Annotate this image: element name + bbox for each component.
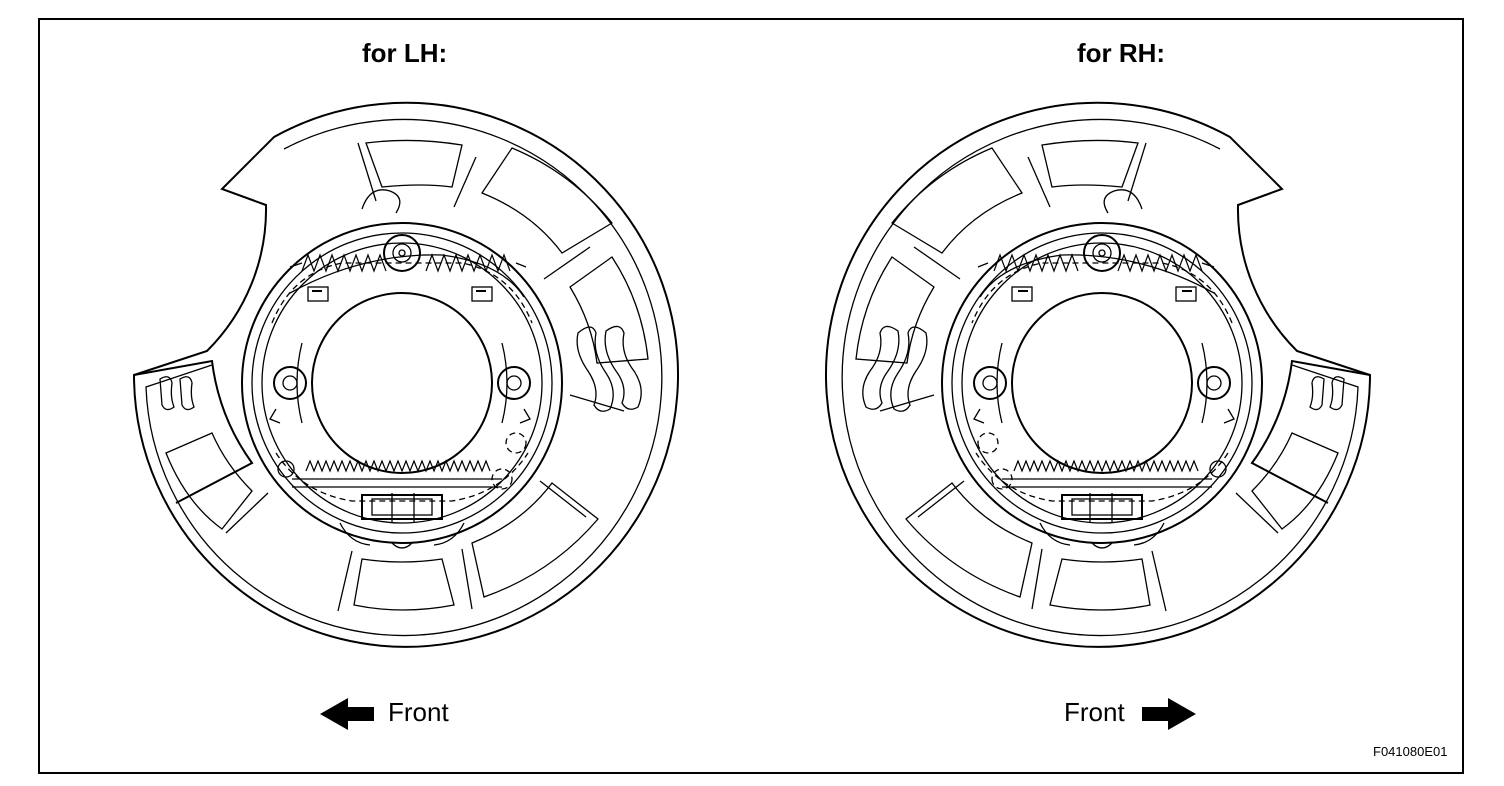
figure-code: F041080E01 — [1373, 744, 1448, 759]
arrow-right-icon — [1142, 698, 1196, 730]
diagram-frame — [38, 18, 1464, 774]
arrow-left-icon — [320, 698, 374, 730]
rh-title: for RH: — [1077, 38, 1166, 68]
lh-brake-assembly — [133, 101, 679, 648]
rh-brake-assembly — [825, 101, 1371, 648]
lh-front-label: Front — [388, 697, 449, 727]
rh-front-label: Front — [1064, 697, 1125, 727]
lh-title: for LH: — [362, 38, 448, 68]
